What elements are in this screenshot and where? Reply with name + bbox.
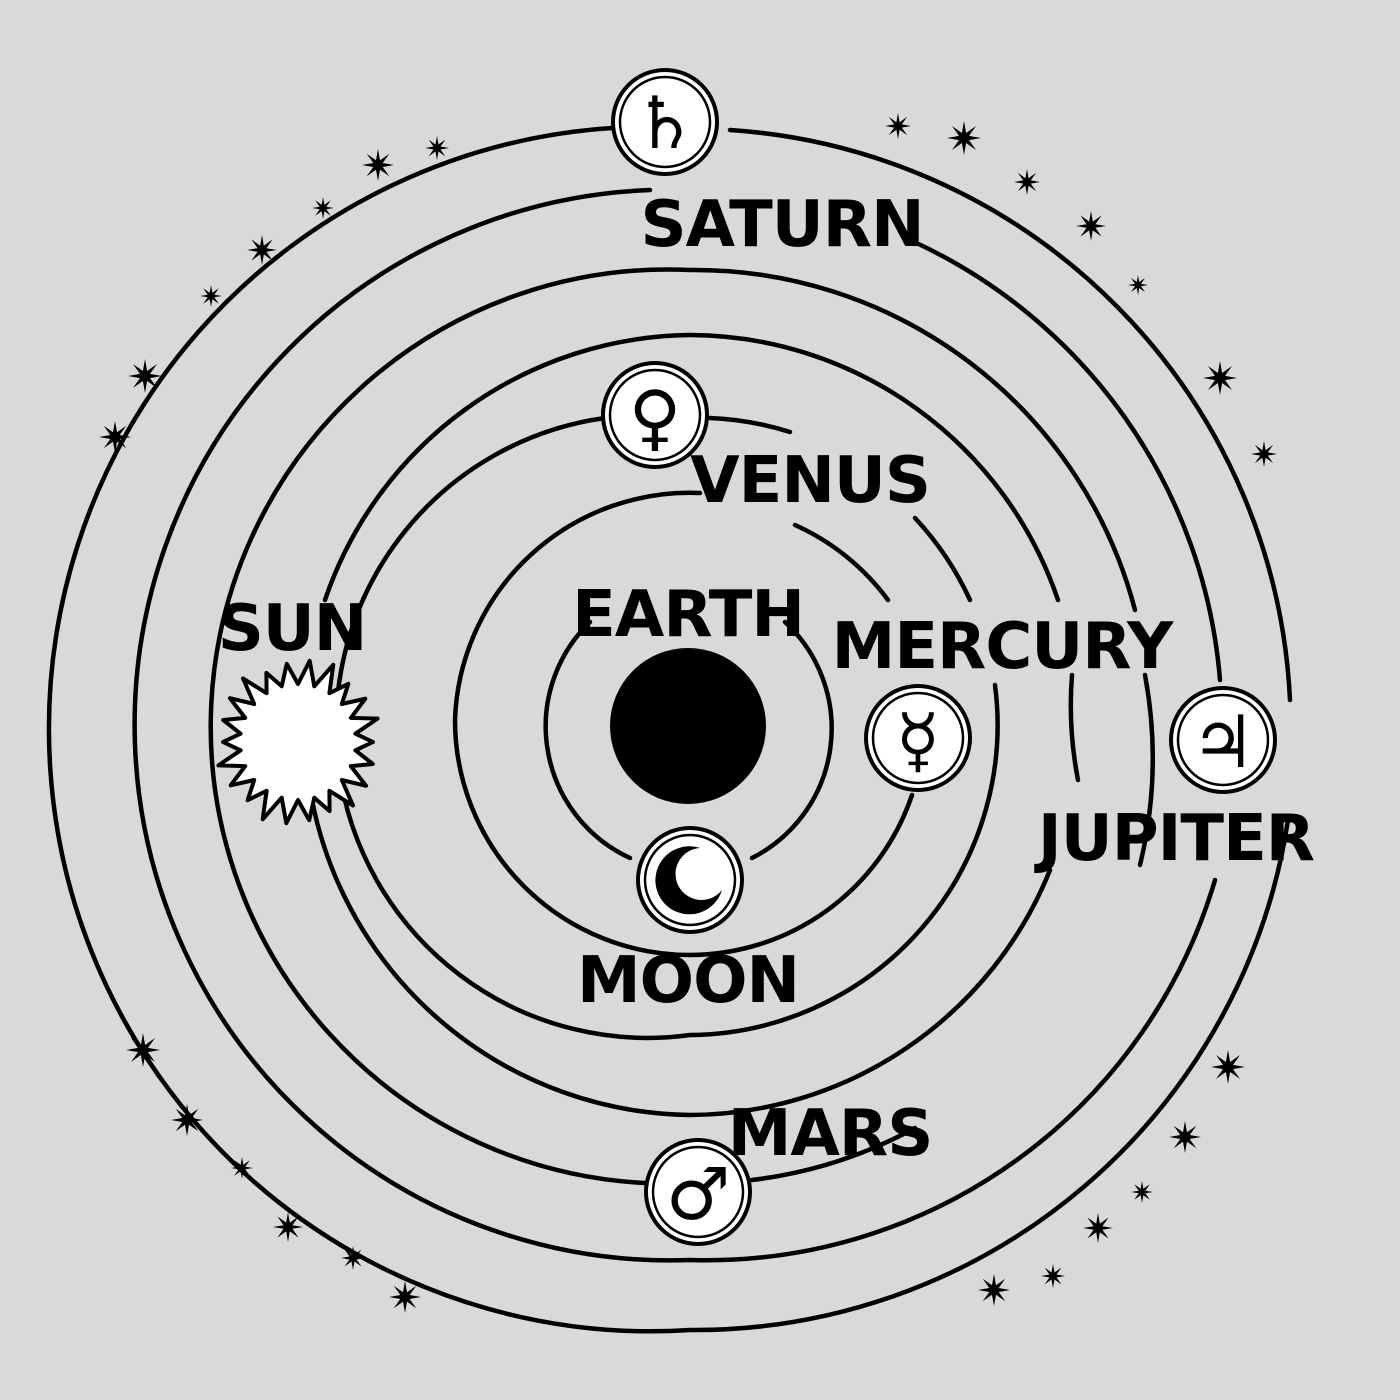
label-mars: MARS	[728, 1097, 933, 1171]
star-icon	[978, 1274, 1010, 1306]
label-earth: EARTH	[572, 578, 804, 652]
star-icon	[1203, 361, 1237, 395]
orbit-moon	[543, 619, 834, 861]
svg-text:♂: ♂	[666, 1152, 731, 1236]
star-icon	[1169, 1121, 1201, 1153]
label-sun: SUN	[218, 592, 367, 666]
label-mercury: MERCURY	[832, 610, 1174, 684]
moon-icon	[636, 826, 744, 934]
star-icon	[1251, 441, 1277, 467]
label-venus: VENUS	[690, 444, 930, 518]
star-icon	[247, 235, 277, 265]
svg-text:♀: ♀	[629, 375, 682, 459]
orbits	[46, 125, 1293, 1334]
star-icon	[1041, 1264, 1065, 1288]
orbit-saturn	[46, 125, 1293, 1334]
jupiter-icon: ♃	[1169, 686, 1277, 794]
label-jupiter: JUPITER	[1034, 802, 1314, 876]
mercury-icon: ☿	[864, 684, 972, 792]
star-icon	[1014, 169, 1040, 195]
star-icon	[425, 136, 449, 160]
star-icon	[341, 1246, 365, 1270]
orbit-mars	[208, 267, 1155, 1186]
star-icon	[1083, 1213, 1113, 1243]
saturn-icon: ♄	[611, 68, 719, 176]
labels: SATURN VENUS SUN EARTH MERCURY JUPITER M…	[218, 188, 1315, 1171]
svg-text:♄: ♄	[633, 81, 698, 165]
star-icon	[273, 1212, 303, 1242]
svg-text:☿: ☿	[896, 698, 940, 782]
mars-icon: ♂	[644, 1138, 752, 1246]
star-icon	[231, 1157, 253, 1179]
star-icon	[1131, 1181, 1153, 1203]
stars	[99, 113, 1277, 1313]
star-icon	[389, 1281, 421, 1313]
star-icon	[312, 197, 334, 219]
star-icon	[885, 113, 911, 139]
star-icon	[99, 421, 131, 453]
star-icon	[128, 359, 162, 393]
star-icon	[200, 285, 222, 307]
orbit-jupiter	[132, 187, 1223, 1263]
star-icon	[1076, 211, 1106, 241]
star-icon	[126, 1033, 160, 1067]
star-icon	[947, 121, 981, 155]
orbit-mercury	[452, 490, 915, 958]
label-saturn: SATURN	[640, 188, 923, 262]
star-icon	[362, 149, 394, 181]
star-icon	[171, 1104, 203, 1136]
earth-body	[610, 648, 766, 804]
star-icon	[1128, 275, 1148, 295]
sun-icon	[216, 658, 380, 826]
orbit-sun	[309, 332, 1081, 1118]
svg-text:♃: ♃	[1191, 700, 1256, 784]
orbit-venus	[333, 415, 1000, 1041]
venus-icon: ♀	[601, 361, 709, 469]
label-moon: MOON	[577, 944, 799, 1018]
star-icon	[1211, 1050, 1245, 1084]
